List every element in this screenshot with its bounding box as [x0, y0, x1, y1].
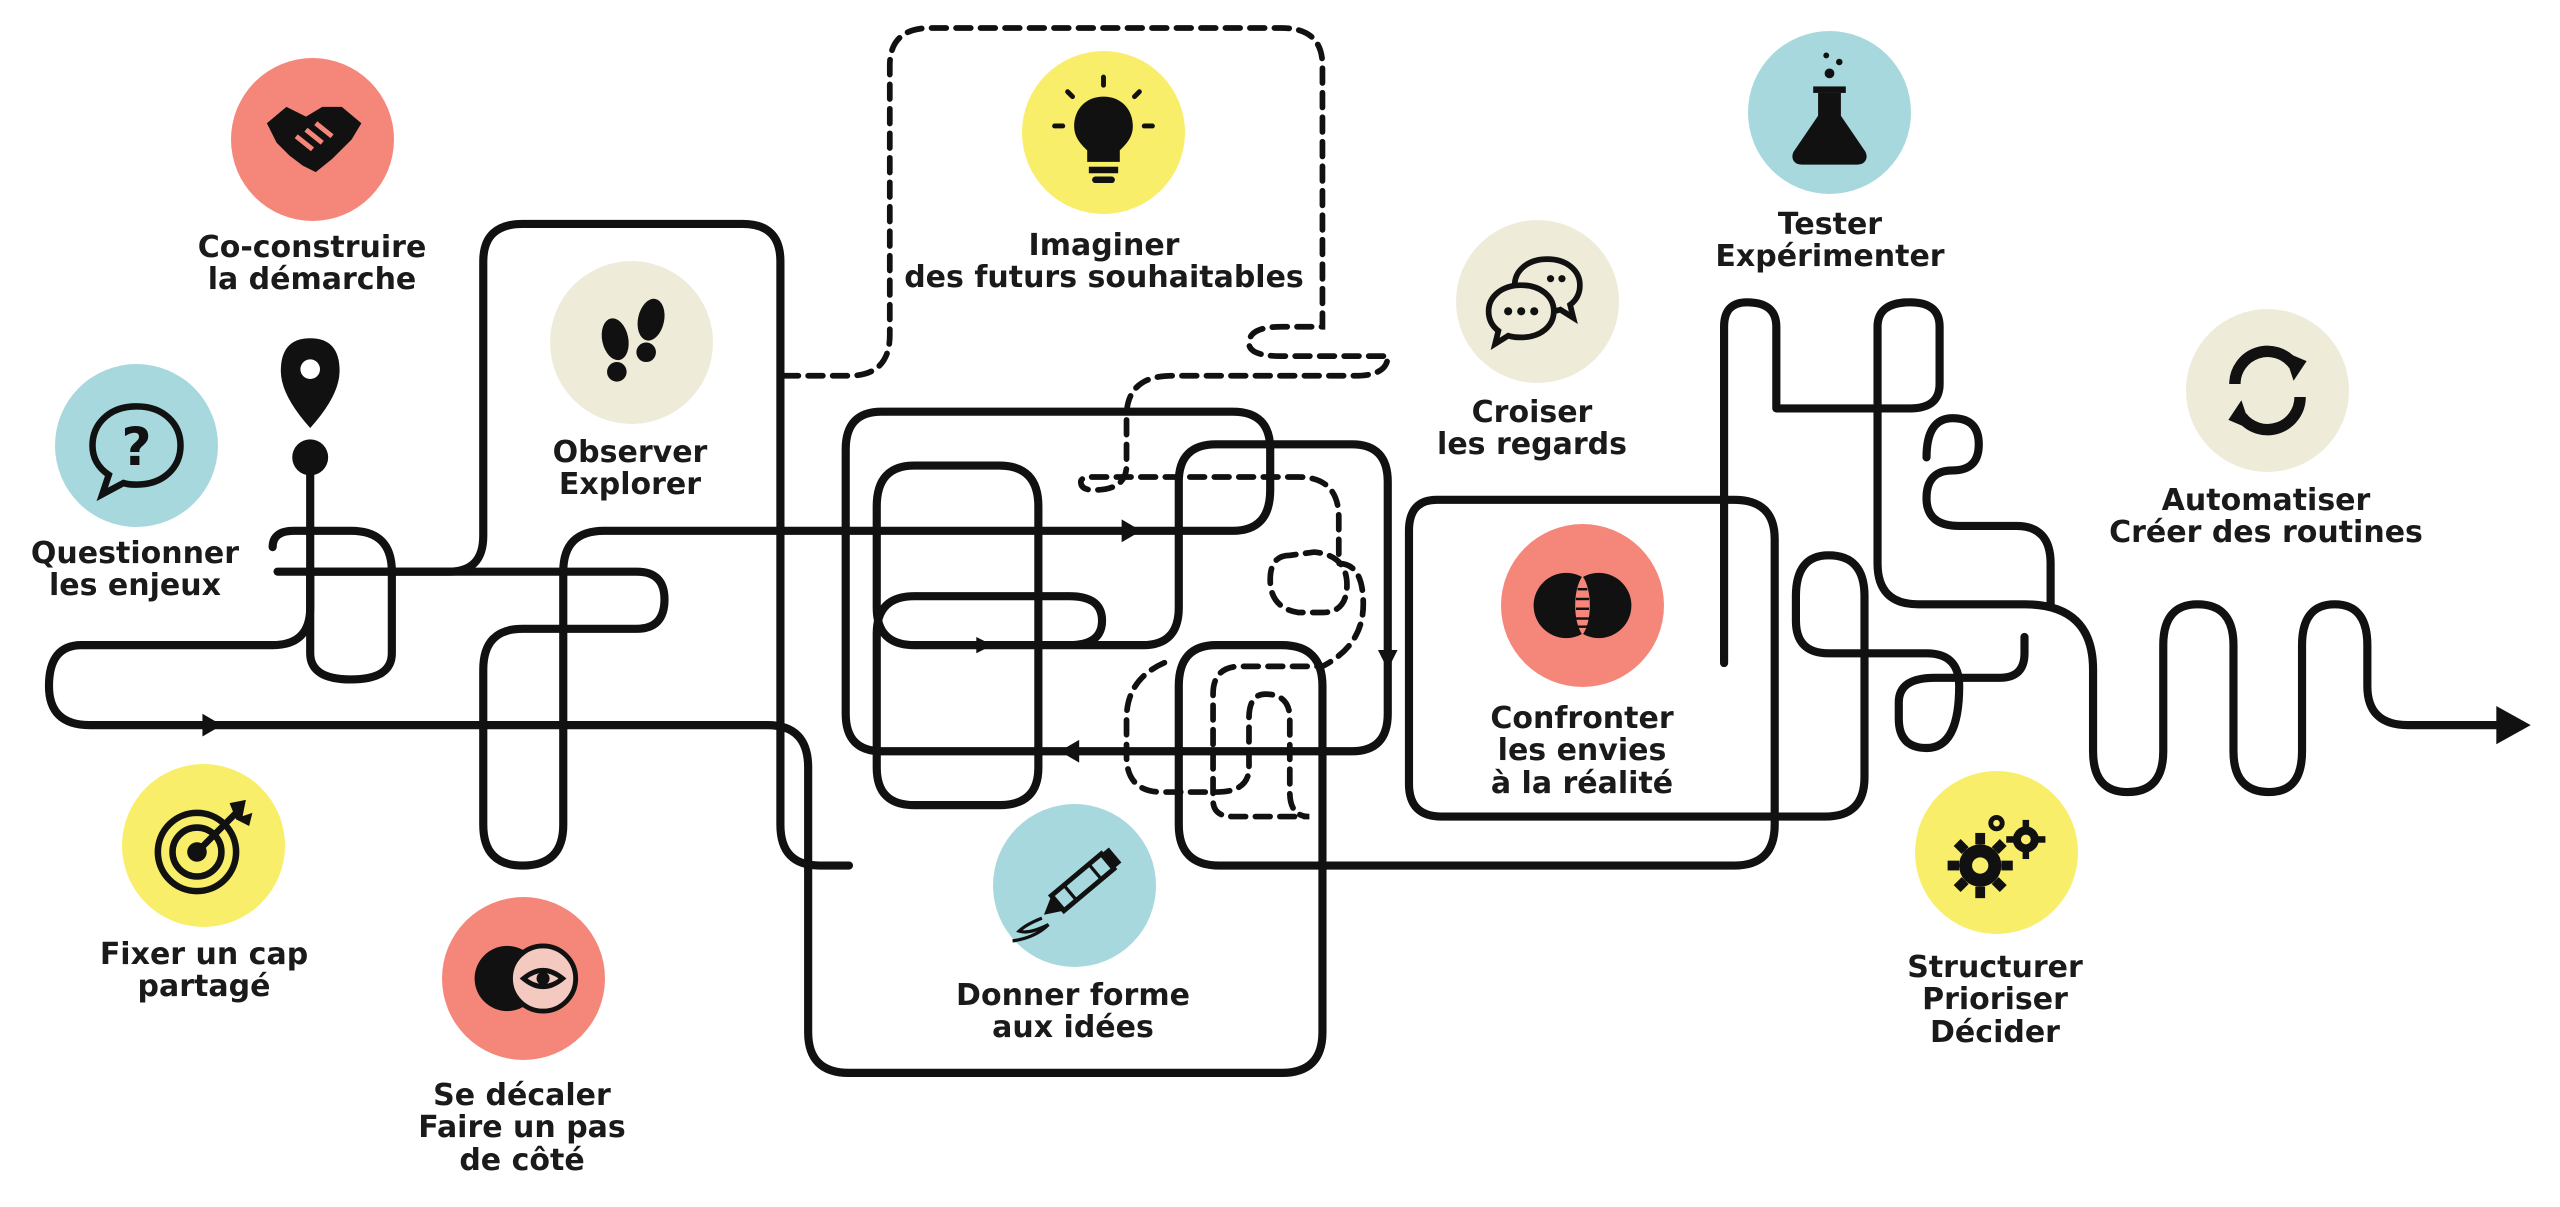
arrow-marker-3 [976, 636, 993, 654]
structurer-label: Structurer Prioriser Décider [1907, 950, 2083, 1050]
handshake-icon [266, 106, 362, 173]
refresh-icon [2228, 345, 2307, 436]
tester-label: Tester Expérimenter [1715, 207, 1945, 275]
chat-bubbles-icon [1485, 256, 1583, 351]
path-dashed-loop [1267, 549, 1350, 616]
donner-label: Donner forme aux idées [956, 978, 1190, 1046]
lightbulb-icon [1052, 74, 1155, 184]
croiser-circle [1456, 220, 1619, 383]
coconstruire-label: Co-construire la démarche [197, 230, 427, 298]
questionner-label: Questionner les enjeux [30, 536, 240, 604]
footprints-icon [601, 298, 665, 382]
path-dashed [780, 25, 1391, 820]
automatiser-circle [2186, 309, 2349, 472]
fixer-circle [122, 764, 285, 927]
croiser-label: Croiser les regards [1437, 395, 1627, 463]
automatiser-label: Automatiser Créer des routines [2109, 483, 2423, 551]
fixer-label: Fixer un cap partagé [99, 937, 309, 1005]
observer-circle [550, 261, 713, 424]
arrow-marker-2 [1121, 519, 1142, 543]
arrow-marker-4 [1059, 739, 1080, 763]
location-pin-icon [280, 338, 340, 476]
svg-text:?: ? [121, 418, 151, 478]
imaginer-circle [1022, 51, 1185, 214]
confronter-circle [1501, 524, 1664, 687]
target-icon [154, 799, 253, 895]
structurer-circle [1915, 771, 2078, 934]
observer-label: Observer Explorer [552, 435, 708, 503]
path-observer-loop [273, 219, 854, 870]
path-right-squiggle [1720, 298, 2519, 797]
venn-dna-icon [1533, 572, 1632, 639]
imaginer-label: Imaginer des futurs souhaitables [904, 228, 1304, 296]
arrow-end-head [2496, 706, 2531, 745]
decaler-label: Se décaler Faire un pas de côté [418, 1078, 626, 1178]
question-bubble-icon: ? [89, 403, 184, 502]
donner-circle [993, 804, 1156, 967]
flask-icon [1792, 52, 1867, 165]
eye-overlap-icon [474, 943, 579, 1014]
arrow-marker-1 [202, 713, 223, 737]
coconstruire-circle [231, 58, 394, 221]
questionner-circle: ? [55, 364, 218, 527]
path-upper-right [1922, 414, 2055, 609]
confronter-label: Confronter les envies à la réalité [1490, 701, 1674, 801]
path-start-stem [44, 456, 2029, 1077]
gears-icon [1947, 815, 2046, 899]
tester-circle [1748, 31, 1911, 194]
arrow-marker-5 [1377, 650, 1398, 670]
pencil-icon [1012, 847, 1122, 943]
decaler-circle [442, 897, 605, 1060]
